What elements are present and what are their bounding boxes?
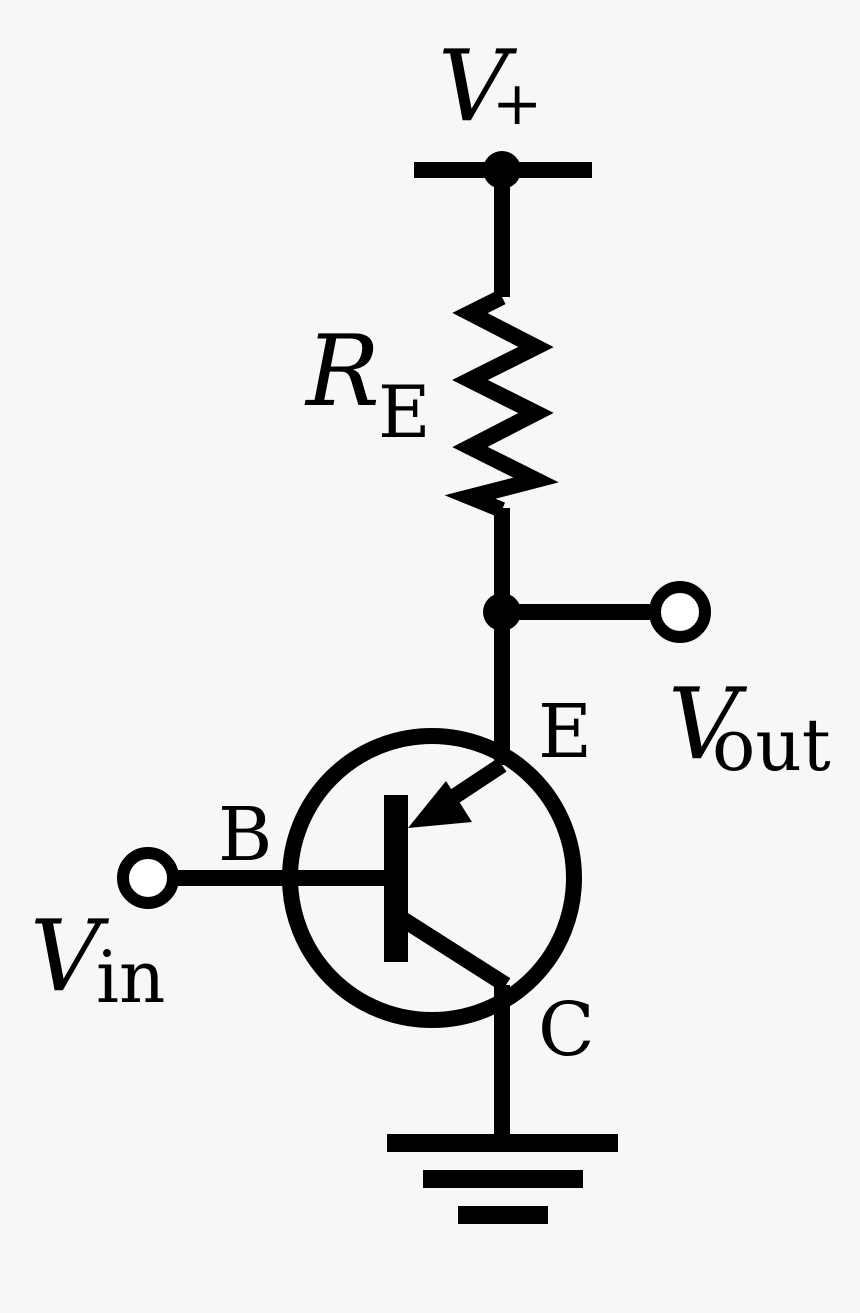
collector-lead bbox=[399, 913, 511, 992]
emitter-arrow bbox=[408, 781, 472, 828]
output-label: Vout bbox=[668, 668, 831, 787]
input-terminal bbox=[117, 847, 179, 909]
supply-label: V+ bbox=[438, 30, 542, 144]
collector-label: C bbox=[538, 987, 595, 1073]
resistor-label: RE bbox=[304, 315, 431, 454]
ground-symbol bbox=[387, 1134, 618, 1224]
base-label: B bbox=[218, 792, 272, 878]
input-label: Vin bbox=[30, 900, 165, 1019]
resistor-re bbox=[444, 289, 559, 518]
emitter-label: E bbox=[538, 689, 592, 775]
output-terminal bbox=[649, 581, 711, 643]
